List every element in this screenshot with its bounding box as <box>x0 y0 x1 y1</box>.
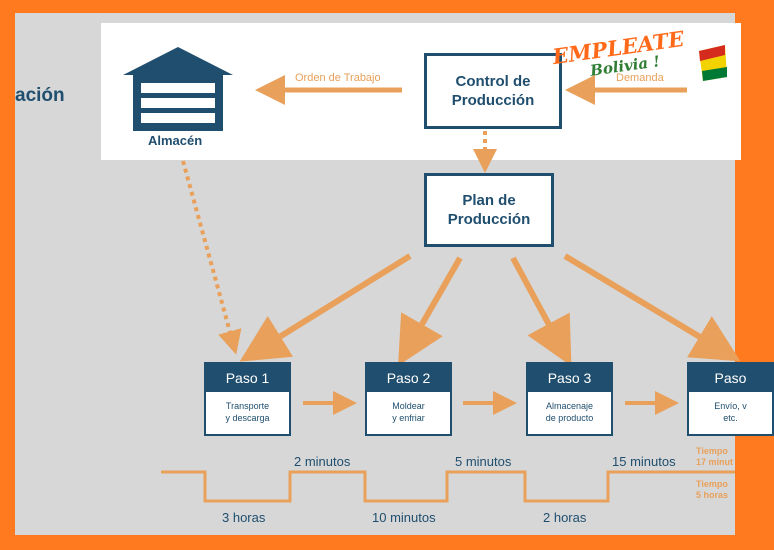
bolivia-flag-icon <box>699 45 727 81</box>
step-4: Paso Envío, v etc. <box>687 362 774 436</box>
timeline-line <box>161 470 735 503</box>
warehouse-label: Almacén <box>148 133 203 148</box>
timeline-up-3: 15 minutos <box>612 454 676 469</box>
timeline-legend-total-minutes: Tiempo 17 minut <box>696 446 734 467</box>
timeline-up-1: 2 minutos <box>294 454 351 469</box>
warehouse-to-step1-arrow <box>181 160 242 355</box>
timeline-legend-total-hours: Tiempo 5 horas <box>696 479 729 500</box>
work-order-label: Orden de Trabajo <box>295 72 381 84</box>
step-1: Paso 1 Transporte y descarga <box>204 362 291 436</box>
flow-arrows <box>161 75 741 503</box>
step-2-title: Paso 2 <box>367 364 450 392</box>
step-1-title: Paso 1 <box>206 364 289 392</box>
plan-box: Plan de Producción <box>424 173 554 247</box>
plan-to-step4-arrow <box>563 253 741 362</box>
timeline-down-3: 2 horas <box>543 510 587 525</box>
timeline-up-2: 5 minutos <box>455 454 512 469</box>
diagram-canvas: ación Almacén Control de Producción Plan… <box>15 13 774 535</box>
timeline-down-2: 10 minutos <box>372 510 436 525</box>
step-3: Paso 3 Almacenaje de producto <box>526 362 613 436</box>
control-box: Control de Producción <box>424 53 562 129</box>
plan-to-step2-arrow <box>398 256 463 366</box>
step-3-title: Paso 3 <box>528 364 611 392</box>
warehouse-icon <box>123 47 233 131</box>
demand-label: Demanda <box>616 72 664 84</box>
step-4-desc: Envío, v etc. <box>714 401 747 423</box>
page-title-partial: ación <box>15 85 65 106</box>
plan-to-step1-arrow <box>239 253 412 362</box>
plan-to-step3-arrow <box>510 256 572 367</box>
timeline-down-1: 3 horas <box>222 510 266 525</box>
step-3-desc: Almacenaje de producto <box>545 401 594 423</box>
step-2: Paso 2 Moldear y enfriar <box>365 362 452 436</box>
step-2-desc: Moldear y enfriar <box>392 401 425 423</box>
step-4-title: Paso <box>689 364 772 392</box>
step-1-desc: Transporte y descarga <box>225 401 270 423</box>
